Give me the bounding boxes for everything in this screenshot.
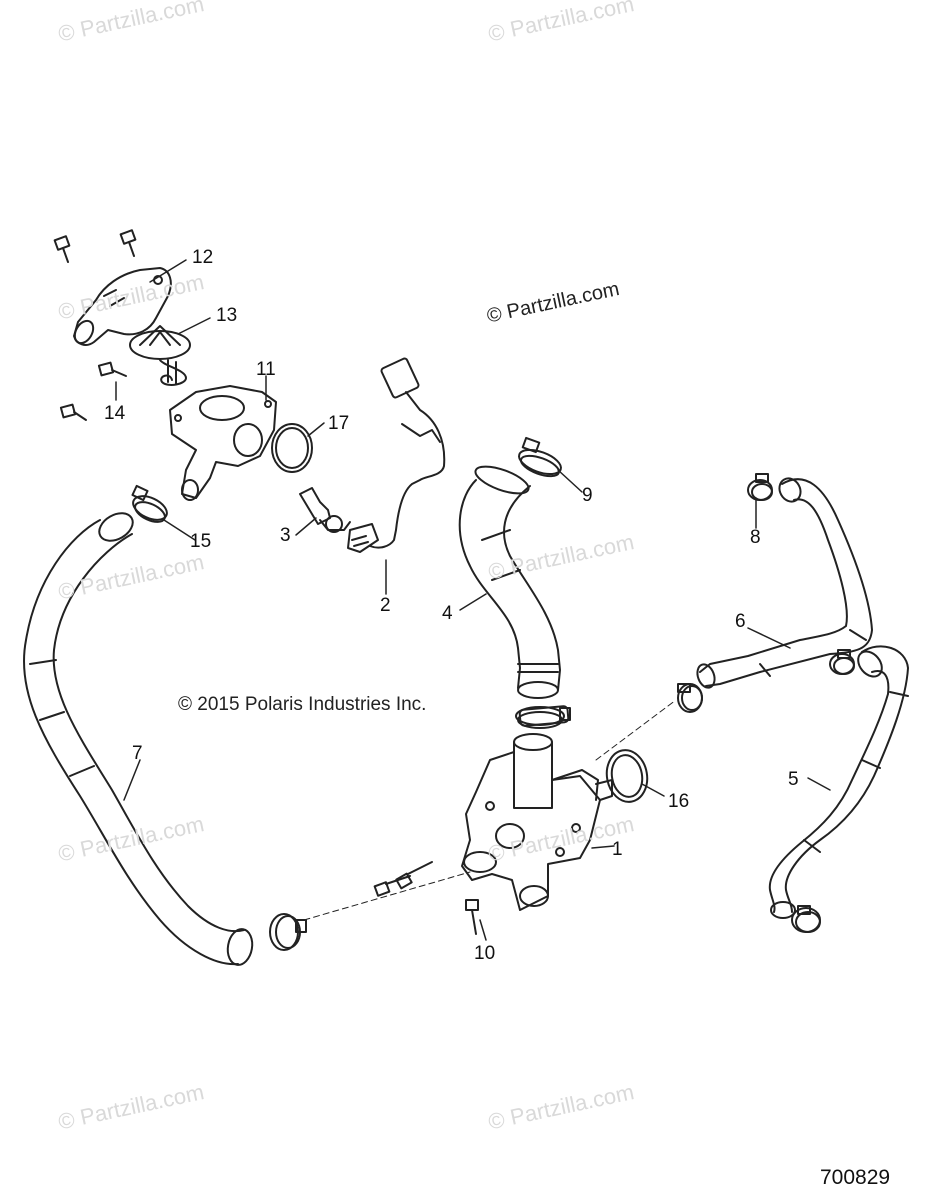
assembly-lines xyxy=(303,699,677,921)
callout-17: 17 xyxy=(328,413,350,434)
hose-clamp-5-top xyxy=(829,649,855,675)
part-12-thermostat-cover xyxy=(73,267,172,346)
callout-6: 6 xyxy=(735,611,746,632)
part-9-hose-clamp xyxy=(518,436,562,478)
callout-1: 1 xyxy=(612,839,623,860)
part-4-radiator-hose xyxy=(458,465,561,699)
hose-clamp-5-bottom xyxy=(791,905,821,933)
part-17-o-ring xyxy=(271,423,313,473)
callout-4: 4 xyxy=(442,603,453,624)
callout-16: 16 xyxy=(668,791,690,812)
callout-12: 12 xyxy=(192,247,214,268)
diagram-number: 700829 xyxy=(820,1166,891,1189)
bolt-12a xyxy=(53,235,71,263)
callout-7: 7 xyxy=(132,743,143,764)
bolt-12b xyxy=(119,229,137,257)
callout-8: 8 xyxy=(750,527,761,548)
callout-5: 5 xyxy=(788,769,799,790)
part-3-temperature-sensor xyxy=(299,487,351,533)
leader-lines xyxy=(115,259,831,941)
callout-3: 3 xyxy=(280,525,291,546)
callout-15: 15 xyxy=(190,531,212,552)
copyright-notice: © 2015 Polaris Industries Inc. xyxy=(178,694,427,715)
bolt-10a xyxy=(395,861,433,890)
part-11-thermostat-housing xyxy=(169,385,277,501)
callout-11: 11 xyxy=(256,359,276,380)
part-5-hose xyxy=(768,645,909,919)
callout-13: 13 xyxy=(216,305,238,326)
callout-14: 14 xyxy=(104,403,126,424)
part-2-wiring-harness xyxy=(347,357,446,553)
hose-clamp-6 xyxy=(677,683,703,713)
part-8-hose-clamp xyxy=(747,473,773,501)
part-13-thermostat xyxy=(129,325,191,386)
hose-clamp-pump xyxy=(515,706,571,729)
part-16-o-ring xyxy=(605,749,649,803)
callout-10: 10 xyxy=(474,943,496,964)
callout-9: 9 xyxy=(582,485,593,506)
hose-clamp-lower xyxy=(269,913,307,951)
bolt-14a xyxy=(97,361,127,377)
part-6-hose xyxy=(696,477,873,689)
bolt-10b xyxy=(373,875,411,897)
part-15-hose-clamp xyxy=(131,484,168,523)
callout-2: 2 xyxy=(380,595,391,616)
bolt-14b xyxy=(59,403,87,421)
part-1-water-pump xyxy=(461,705,613,911)
part-7-lower-hose xyxy=(22,512,254,966)
bolt-10c xyxy=(465,899,479,935)
